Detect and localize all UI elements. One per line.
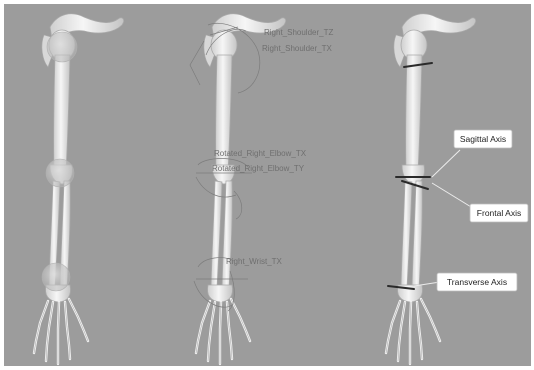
callout-transverse-axis: Transverse Axis xyxy=(437,273,517,291)
joint-label-elbow-ty: Rotated_Right_Elbow_TY xyxy=(212,164,305,173)
wrist-joint-sphere xyxy=(42,263,70,291)
joint-label-wrist-tx: Right_Wrist_TX xyxy=(226,257,283,266)
shoulder-joint-sphere xyxy=(47,32,77,62)
callout-label: Sagittal Axis xyxy=(460,134,506,144)
render-viewport: Right_Shoulder_TZ Right_Shoulder_TX Rota… xyxy=(4,4,531,366)
middle-arm-skeleton xyxy=(190,14,286,364)
callout-frontal-axis: Frontal Axis xyxy=(470,204,528,222)
callout-label: Transverse Axis xyxy=(447,277,507,287)
joint-label-shoulder-tz: Right_Shoulder_TZ xyxy=(264,28,333,37)
joint-label-elbow-tx: Rotated_Right_Elbow_TX xyxy=(214,149,307,158)
sagittal-leader-line xyxy=(432,150,460,177)
callout-label: Frontal Axis xyxy=(477,208,521,218)
frontal-leader-line xyxy=(432,183,476,210)
elbow-joint-sphere xyxy=(46,159,74,187)
callout-sagittal-axis: Sagittal Axis xyxy=(454,130,512,148)
joint-label-shoulder-tx: Right_Shoulder_TX xyxy=(262,44,332,53)
left-arm-skeleton xyxy=(34,14,124,364)
arm-diagram: Right_Shoulder_TZ Right_Shoulder_TX Rota… xyxy=(4,4,531,366)
right-arm-skeleton xyxy=(386,14,476,364)
